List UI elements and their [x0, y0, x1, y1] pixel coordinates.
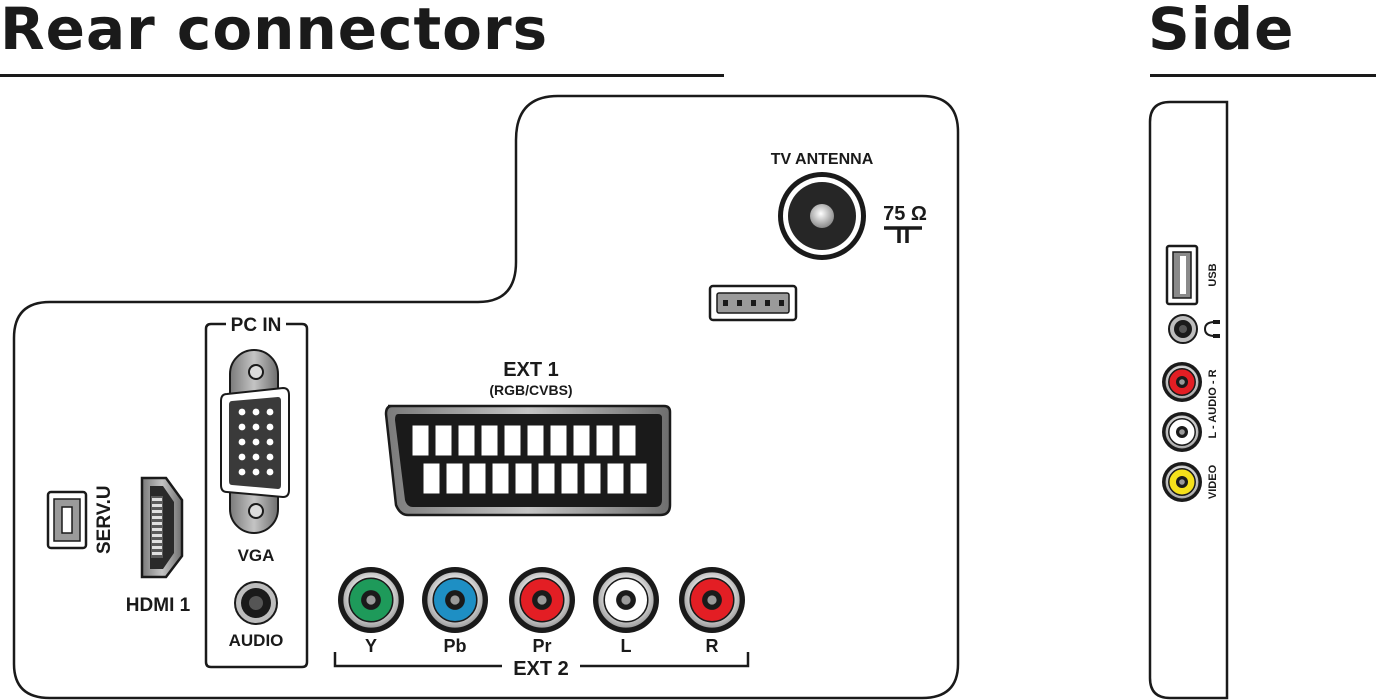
tv-antenna-connector[interactable]	[778, 172, 866, 260]
ext1-label: EXT 1	[503, 359, 559, 381]
ohms-label: 75 Ω	[883, 203, 927, 225]
component-jack-label: Pr	[532, 636, 551, 656]
vga-pin	[266, 408, 274, 416]
side-usb-port[interactable]	[1165, 244, 1199, 306]
vga-connector[interactable]	[220, 349, 290, 534]
hdmi-pin	[152, 504, 162, 507]
scart-pin	[457, 424, 476, 457]
hdmi-pin	[152, 552, 162, 555]
scart-pin	[629, 462, 648, 495]
hdmi1-label: HDMI 1	[126, 595, 191, 616]
scart-pin	[618, 424, 637, 457]
pc-in-label: PC IN	[231, 315, 282, 336]
rear-service-port[interactable]	[708, 284, 798, 322]
vga-pin	[252, 453, 260, 461]
scart-pin	[549, 424, 568, 457]
audio-label: AUDIO	[229, 631, 284, 650]
side-heading: Side	[1148, 0, 1295, 63]
hdmi-pin	[152, 522, 162, 525]
hdmi1-connector[interactable]	[140, 476, 184, 579]
scart-pin	[491, 462, 510, 495]
vga-pins	[238, 408, 274, 476]
scart-pin	[468, 462, 487, 495]
scart-pin	[445, 462, 464, 495]
side-audio-r-jack[interactable]	[1162, 362, 1202, 402]
scart-pin	[583, 462, 602, 495]
rear-panel-outline	[12, 94, 960, 700]
component-jack-label: Pb	[443, 636, 466, 656]
vga-label: VGA	[238, 546, 275, 565]
rear-connectors-heading: Rear connectors	[0, 0, 549, 63]
scart-pin	[526, 424, 545, 457]
scart-pin	[503, 424, 522, 457]
vga-pin	[252, 468, 260, 476]
component-jack-l[interactable]	[593, 567, 659, 633]
hdmi-pin	[152, 498, 162, 501]
vga-pin	[238, 453, 246, 461]
component-jacks	[338, 567, 745, 633]
scart-pin	[595, 424, 614, 457]
component-jack-pb[interactable]	[422, 567, 488, 633]
vga-pin	[238, 423, 246, 431]
service-connector[interactable]	[46, 490, 88, 550]
side-headphone-jack[interactable]	[1168, 314, 1198, 344]
tv-antenna-label: TV ANTENNA	[771, 151, 874, 168]
scart-pin	[572, 424, 591, 457]
rear-heading-rule	[0, 74, 724, 77]
scart-pin	[480, 424, 499, 457]
side-panel-outline	[1148, 100, 1229, 700]
component-jack-label: L	[621, 636, 632, 656]
scart-pin	[537, 462, 556, 495]
side-heading-rule	[1150, 74, 1376, 77]
hdmi-pins	[152, 498, 162, 555]
scart-pin	[514, 462, 533, 495]
vga-pin	[266, 438, 274, 446]
hdmi-pin	[152, 546, 162, 549]
side-video-jack[interactable]	[1162, 462, 1202, 502]
video-label: VIDEO	[1207, 464, 1219, 499]
scart-pin	[560, 462, 579, 495]
component-jack-label: Y	[365, 636, 377, 656]
hdmi-pin	[152, 528, 162, 531]
pc-in-bracket	[204, 322, 309, 669]
serv-u-label: SERV.U	[94, 485, 115, 554]
scart-pin	[411, 424, 430, 457]
hdmi-pin	[152, 510, 162, 513]
ext1-sublabel: (RGB/CVBS)	[489, 382, 572, 398]
vga-pin	[238, 468, 246, 476]
vga-pin	[252, 438, 260, 446]
vga-pin	[266, 468, 274, 476]
ext1-scart-connector[interactable]	[384, 404, 672, 517]
vga-pin	[266, 423, 274, 431]
scart-pin	[422, 462, 441, 495]
vga-pin	[252, 423, 260, 431]
component-jack-label: R	[706, 636, 719, 656]
side-audio-l-jack[interactable]	[1162, 412, 1202, 452]
hdmi-pin	[152, 534, 162, 537]
l-audio-r-label: L - AUDIO - R	[1207, 369, 1219, 438]
vga-pin	[266, 453, 274, 461]
vga-pin	[238, 438, 246, 446]
hdmi-pin	[152, 540, 162, 543]
pc-audio-jack[interactable]	[234, 581, 278, 625]
scart-pin	[434, 424, 453, 457]
hdmi-pin	[152, 516, 162, 519]
component-labels: Y Pb Pr L R	[365, 636, 719, 656]
vga-pin	[238, 408, 246, 416]
ext2-bracket	[333, 652, 750, 668]
component-jack-y[interactable]	[338, 567, 404, 633]
coax-symbol	[884, 226, 922, 243]
vga-pin	[252, 408, 260, 416]
scart-pins	[411, 424, 648, 495]
usb-label: USB	[1207, 263, 1219, 286]
ext2-label: EXT 2	[513, 658, 569, 680]
component-jack-pr[interactable]	[509, 567, 575, 633]
component-jack-r[interactable]	[679, 567, 745, 633]
headphone-icon	[1203, 320, 1220, 338]
scart-pin	[606, 462, 625, 495]
